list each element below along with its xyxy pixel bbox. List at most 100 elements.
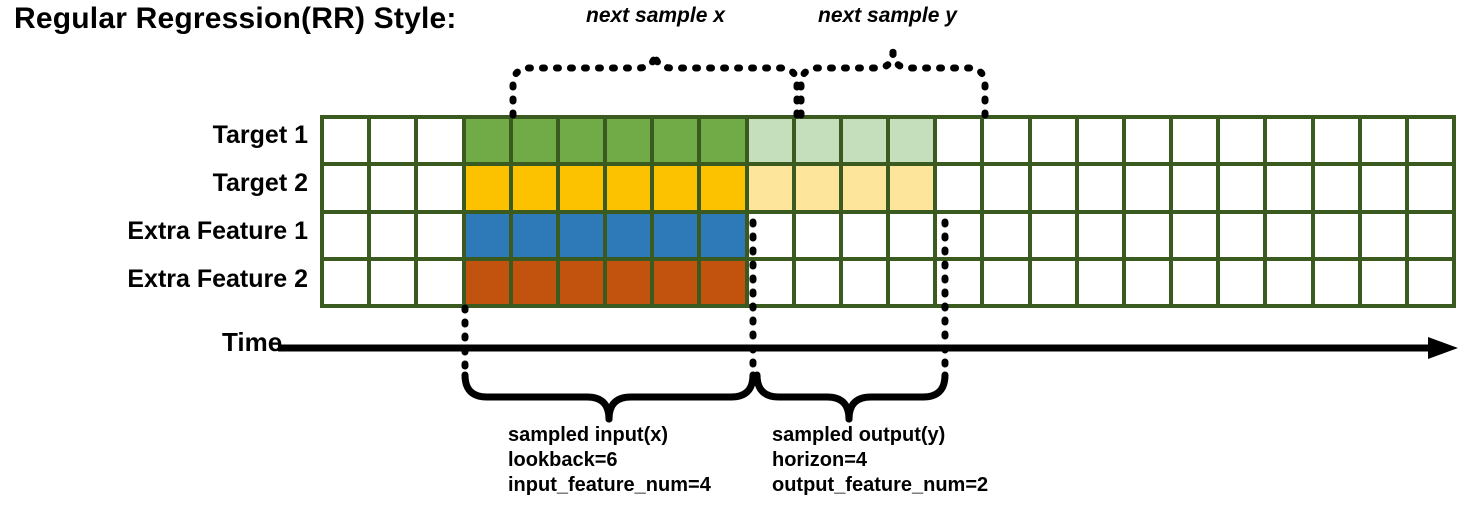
grid-cell-r1-c17 [1078, 119, 1122, 163]
grid-cell-r2-c4 [465, 166, 509, 210]
grid-cell-r1-c13 [890, 119, 934, 163]
grid-cell-r4-c23 [1361, 260, 1405, 304]
grid-cell-r3-c13 [890, 213, 934, 257]
grid-cell-r1-c20 [1220, 119, 1264, 163]
grid-cell-r4-c17 [1078, 260, 1122, 304]
grid-cell-r3-c22 [1314, 213, 1358, 257]
grid-cell-r1-c1 [324, 119, 368, 163]
dotted-brace-next-sample-y [797, 48, 989, 119]
caption-sampled-input: sampled input(x) lookback=6 input_featur… [508, 423, 711, 498]
time-axis-label: Time [222, 327, 283, 357]
grid-cell-r4-c3 [418, 260, 462, 304]
grid-cell-r1-c4 [465, 119, 509, 163]
grid-cell-r1-c10 [748, 119, 792, 163]
page-title: Regular Regression(RR) Style: [14, 2, 457, 35]
grid-cell-r4-c21 [1267, 260, 1311, 304]
caption-sampled-output: sampled output(y) horizon=4 output_featu… [772, 423, 988, 498]
grid-cell-r2-c6 [559, 166, 603, 210]
grid-cell-r2-c16 [1031, 166, 1075, 210]
grid-cell-r4-c6 [559, 260, 603, 304]
grid-cell-r3-c8 [654, 213, 698, 257]
grid-cell-r2-c20 [1220, 166, 1264, 210]
grid-cell-r1-c22 [1314, 119, 1358, 163]
grid-cell-r3-c14 [937, 213, 981, 257]
grid-cell-r1-c23 [1361, 119, 1405, 163]
grid-cell-r4-c20 [1220, 260, 1264, 304]
grid-cell-r3-c21 [1267, 213, 1311, 257]
grid-cell-r2-c11 [795, 166, 839, 210]
row-label-target-2: Target 2 [212, 169, 308, 197]
grid-cell-r2-c18 [1125, 166, 1169, 210]
grid-cell-r1-c12 [842, 119, 886, 163]
grid-cell-r3-c3 [418, 213, 462, 257]
brace-sampled-input [461, 371, 757, 423]
grid-cell-r3-c23 [1361, 213, 1405, 257]
grid-cell-r3-c19 [1173, 213, 1217, 257]
grid-cell-r3-c4 [465, 213, 509, 257]
grid-cell-r4-c22 [1314, 260, 1358, 304]
grid-cell-r2-c24 [1408, 166, 1452, 210]
grid-cell-r1-c9 [701, 119, 745, 163]
grid-cell-r2-c22 [1314, 166, 1358, 210]
grid-cell-r1-c8 [654, 119, 698, 163]
grid-cell-r4-c16 [1031, 260, 1075, 304]
grid-cell-r3-c20 [1220, 213, 1264, 257]
grid-cell-r3-c24 [1408, 213, 1452, 257]
grid-cell-r2-c13 [890, 166, 934, 210]
grid-cell-r4-c11 [795, 260, 839, 304]
grid-cell-r1-c11 [795, 119, 839, 163]
grid-cell-r4-c19 [1173, 260, 1217, 304]
caption-sampled-output-line3: output_feature_num=2 [772, 474, 989, 496]
grid-cell-r2-c7 [607, 166, 651, 210]
grid-cell-r4-c2 [371, 260, 415, 304]
grid-cell-r4-c10 [748, 260, 792, 304]
grid-cell-r4-c15 [984, 260, 1028, 304]
timeseries-grid [320, 115, 1456, 308]
annotation-next-sample-y: next sample y [818, 4, 957, 27]
grid-cell-r3-c10 [748, 213, 792, 257]
grid-cell-r4-c18 [1125, 260, 1169, 304]
grid-cell-r2-c1 [324, 166, 368, 210]
grid-cell-r1-c16 [1031, 119, 1075, 163]
brace-sampled-output [753, 371, 949, 423]
grid-cell-r3-c7 [607, 213, 651, 257]
grid-cell-r3-c15 [984, 213, 1028, 257]
annotation-next-sample-x: next sample x [586, 4, 725, 27]
grid-cell-r3-c12 [842, 213, 886, 257]
grid-cell-r2-c5 [512, 166, 556, 210]
grid-cell-r1-c2 [371, 119, 415, 163]
grid-cell-r4-c1 [324, 260, 368, 304]
grid-cell-r2-c23 [1361, 166, 1405, 210]
caption-sampled-input-line3: input_feature_num=4 [508, 474, 711, 496]
grid-cell-r4-c13 [890, 260, 934, 304]
grid-cell-r2-c21 [1267, 166, 1311, 210]
caption-sampled-input-line1: sampled input(x) [508, 424, 669, 446]
grid-cell-r4-c7 [607, 260, 651, 304]
grid-cell-r1-c6 [559, 119, 603, 163]
row-label-target-1: Target 1 [212, 121, 308, 149]
dotted-brace-next-sample-x [509, 48, 801, 119]
grid-cell-r2-c15 [984, 166, 1028, 210]
grid-cell-r3-c5 [512, 213, 556, 257]
grid-cell-r3-c6 [559, 213, 603, 257]
row-label-extra-feature-1: Extra Feature 1 [127, 217, 308, 245]
grid-cell-r1-c3 [418, 119, 462, 163]
grid-cell-r2-c10 [748, 166, 792, 210]
caption-sampled-output-line1: sampled output(y) [772, 424, 946, 446]
grid-cell-r1-c19 [1173, 119, 1217, 163]
grid-cell-r2-c17 [1078, 166, 1122, 210]
grid-cell-r1-c24 [1408, 119, 1452, 163]
grid-cell-r3-c2 [371, 213, 415, 257]
grid-cell-r1-c21 [1267, 119, 1311, 163]
grid-cell-r1-c15 [984, 119, 1028, 163]
grid-cell-r4-c24 [1408, 260, 1452, 304]
grid-cell-r1-c5 [512, 119, 556, 163]
grid-cell-r2-c19 [1173, 166, 1217, 210]
grid-cell-r2-c14 [937, 166, 981, 210]
grid-cell-r1-c7 [607, 119, 651, 163]
grid-cell-r3-c11 [795, 213, 839, 257]
grid-cell-r3-c18 [1125, 213, 1169, 257]
grid-cell-r4-c4 [465, 260, 509, 304]
grid-cell-r1-c14 [937, 119, 981, 163]
grid-cell-r2-c8 [654, 166, 698, 210]
